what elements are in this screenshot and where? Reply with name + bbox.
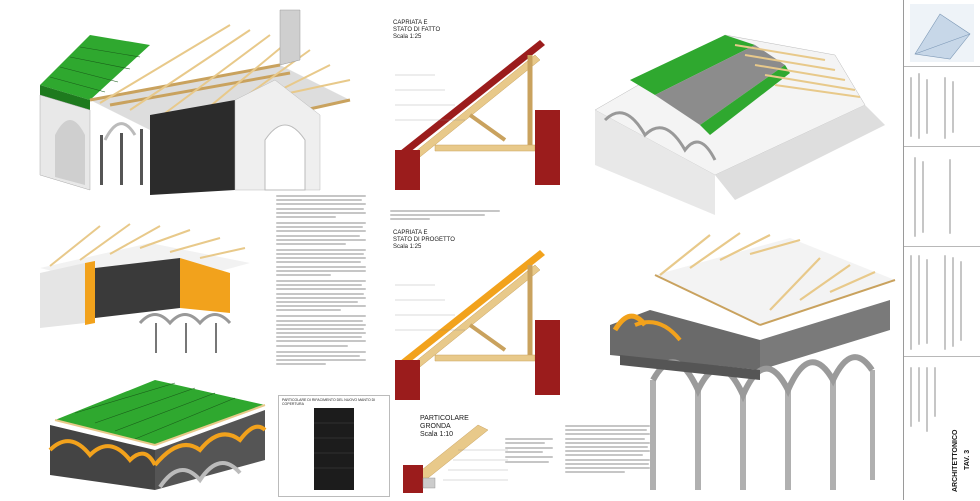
title-block: ARCHITETTONICO TAV. 3	[903, 0, 980, 500]
project-truss-title: CAPRIATA E STATO DI PROGETTO Scala 1:25	[393, 230, 455, 251]
gutter-detail-scale: Scala 1:10	[420, 431, 454, 438]
existing-truss-scale: Scala 1:25	[393, 34, 422, 40]
title-block-cell-sheet	[904, 356, 980, 501]
axonometric-structure-bottom	[48, 380, 267, 490]
title-block-cell-client	[904, 146, 980, 247]
roof-covering-detail-box: PARTICOLARE DI RIFACIMENTO DEL NUOVO MAN…	[278, 395, 390, 497]
project-truss-section	[395, 250, 560, 400]
axonometric-existing-roof	[39, 9, 351, 195]
project-logo	[910, 4, 974, 62]
covering-description-column	[565, 425, 650, 475]
existing-truss-note	[390, 210, 500, 223]
existing-truss-title-line1: CAPRIATA E	[393, 20, 428, 26]
gutter-detail-title-line2: GRONDA	[420, 423, 451, 430]
existing-truss-section	[395, 40, 560, 190]
roof-covering-detail-drawing	[314, 408, 354, 490]
existing-truss-title-line2: STATO DI FATTO	[393, 27, 441, 33]
gutter-detail-drawing	[402, 424, 508, 493]
axonometric-project-roof	[594, 34, 885, 215]
firm-name: ARCHITETTONICO	[952, 429, 959, 492]
title-block-cell-project	[904, 246, 980, 357]
axonometric-project-structure	[610, 232, 896, 490]
existing-truss-title: CAPRIATA E STATO DI FATTO Scala 1:25	[393, 20, 440, 41]
project-truss-title-line1: CAPRIATA E	[393, 230, 428, 236]
gutter-detail-title-line1: PARTICOLARE	[420, 415, 469, 422]
roof-covering-detail-caption: PARTICOLARE DI RIFACIMENTO DEL NUOVO MAN…	[282, 398, 376, 406]
project-truss-title-line2: STATO DI PROGETTO	[393, 237, 455, 243]
gutter-detail-callouts	[505, 438, 555, 465]
axonometric-structure-middle	[40, 223, 250, 353]
sheet-number: TAV. 3	[964, 449, 971, 470]
title-block-cell-professionals	[904, 66, 980, 147]
gutter-detail-title: PARTICOLARE GRONDA Scala 1:10	[420, 415, 469, 439]
technical-report-column-1	[276, 195, 366, 367]
project-truss-scale: Scala 1:25	[393, 244, 422, 250]
